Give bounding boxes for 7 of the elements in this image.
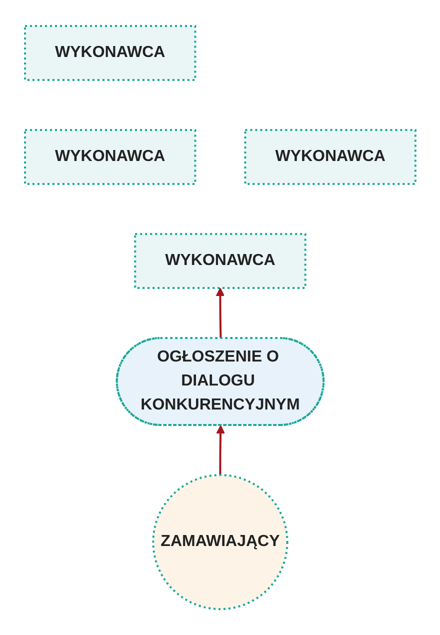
node-box: WYKONAWCA [24, 24, 196, 81]
node-circle: ZAMAWIAJĄCY [152, 474, 288, 610]
node-box: WYKONAWCA [244, 128, 416, 185]
node-box: WYKONAWCA [24, 128, 196, 185]
arrow [216, 425, 225, 475]
node-box: WYKONAWCA [134, 232, 306, 289]
arrow [216, 288, 224, 338]
